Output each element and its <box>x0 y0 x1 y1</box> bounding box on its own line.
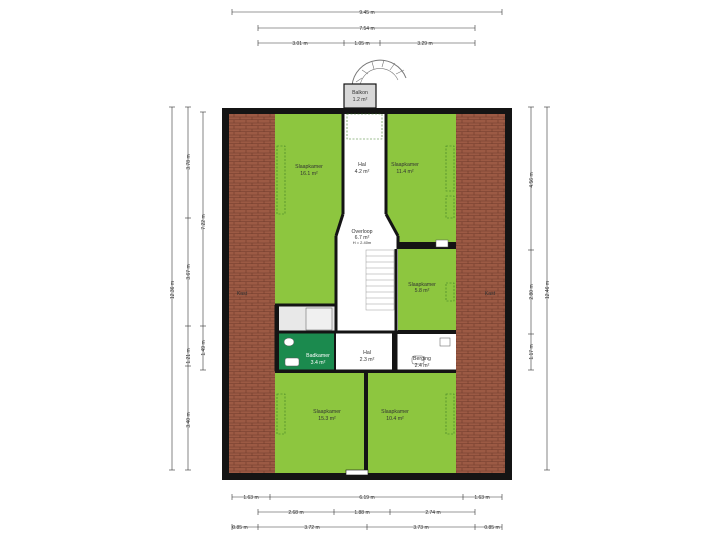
dim-left-part-4: 3.40 m <box>186 412 192 427</box>
dim-right-part-2: 2.80 m <box>529 284 535 299</box>
room-name-slaapkamer-ne: Slaapkamer <box>391 162 419 168</box>
window-bottom <box>345 469 369 476</box>
berging-sink <box>411 355 425 365</box>
room-height-overloop: H = 2.40m <box>353 240 372 245</box>
dim-top-part-1: 3.01 m <box>292 41 307 47</box>
dim-left-total: 12.36 m <box>170 281 176 299</box>
room-name-hal-top: Hal <box>358 162 366 168</box>
dim-top-inner: 7.54 m <box>359 26 374 32</box>
room-area-hal-mid: 2.3 m² <box>360 357 375 363</box>
bathroom-fixtures <box>283 239 451 367</box>
roof-slope-east <box>456 114 505 473</box>
room-name-balkon: Balkon <box>352 90 368 96</box>
dim-left-mid: 7.22 m <box>201 214 207 229</box>
spiral-stair <box>351 59 407 87</box>
dim-bottom-r3-3: 3.73 m <box>413 525 428 531</box>
dim-right-total: 12.46 m <box>545 281 551 299</box>
toilet <box>283 337 295 347</box>
room-name-slaapkamer-e: Slaapkamer <box>408 282 436 288</box>
room-area-overloop: 6.7 m² <box>355 235 370 241</box>
dimensions-bottom <box>231 494 503 530</box>
dim-bottom-r3-4: 0.85 m <box>484 525 499 531</box>
dim-bottom-r2-1: 2.68 m <box>288 510 303 516</box>
room-area-slaapkamer-e: 5.8 m² <box>415 288 430 294</box>
dim-bottom-r1-2: 6.19 m <box>359 495 374 501</box>
dim-bottom-r3-1: 0.85 m <box>232 525 247 531</box>
dimensions-top <box>231 9 503 46</box>
room-name-slaapkamer-nw: Slaapkamer <box>295 164 323 170</box>
dim-bottom-r2-3: 2.74 m <box>425 510 440 516</box>
dimensions-left <box>169 106 206 471</box>
kast-label-west: Kast <box>237 291 248 297</box>
room-area-badkamer: 3.4 m² <box>311 360 326 366</box>
dim-bottom-r2-2: 1.88 m <box>354 510 369 516</box>
dim-top-part-2: 1.05 m <box>354 41 369 47</box>
radiator <box>435 239 449 248</box>
dimensions-right <box>528 106 550 471</box>
washbasin <box>284 357 300 367</box>
dim-left-small: 1.49 m <box>201 340 207 355</box>
room-area-balkon: 1.2 m² <box>353 97 368 103</box>
room-slaapkamer-se <box>368 373 456 473</box>
room-area-berging: 2.4 m² <box>415 363 430 369</box>
shower-tray <box>305 307 333 331</box>
room-name-hal-mid: Hal <box>363 350 371 356</box>
dim-left-part-2: 3.67 m <box>186 264 192 279</box>
room-name-slaapkamer-sw: Slaapkamer <box>313 409 341 415</box>
dim-bottom-r3-2: 3.72 m <box>304 525 319 531</box>
dim-left-part-1: 3.78 m <box>186 154 192 169</box>
dim-right-part-1: 4.56 m <box>529 172 535 187</box>
room-area-slaapkamer-nw: 16.1 m² <box>300 171 318 177</box>
room-name-berging: Berging <box>413 356 431 362</box>
balcony <box>343 83 377 109</box>
room-area-slaapkamer-sw: 15.3 m² <box>318 416 336 422</box>
dim-top-part-3: 3.29 m <box>417 41 432 47</box>
room-slaapkamer-sw <box>275 373 364 473</box>
room-hal-mid <box>336 333 392 370</box>
room-hal-top <box>343 114 386 214</box>
room-slaapkamer-ne <box>386 114 456 242</box>
interior-walls <box>274 114 456 473</box>
stairs <box>365 249 395 311</box>
roof-slope-west <box>229 114 275 473</box>
dim-top-total: 9.45 m <box>359 10 374 16</box>
room-name-overloop: Overloop <box>351 229 372 235</box>
dormer-windows <box>276 113 455 435</box>
room-area-hal-top: 4.2 m² <box>355 169 370 175</box>
room-area-slaapkamer-ne: 11.4 m² <box>396 169 413 175</box>
room-name-slaapkamer-se: Slaapkamer <box>381 409 409 415</box>
room-overloop <box>336 214 398 332</box>
dim-bottom-r1-1: 1.63 m <box>243 495 258 501</box>
dim-right-part-3: 1.17 m <box>529 344 535 359</box>
room-area-slaapkamer-se: 10.4 m² <box>386 416 404 422</box>
dim-left-part-3: 1.21 m <box>186 348 192 363</box>
dim-bottom-r1-3: 1.63 m <box>474 495 489 501</box>
kast-label-east: Kast <box>485 291 496 297</box>
room-name-badkamer: Badkamer <box>306 353 330 359</box>
room-slaapkamer-nw <box>275 114 343 305</box>
berging-unit <box>439 337 451 347</box>
room-slaapkamer-e <box>398 249 456 330</box>
